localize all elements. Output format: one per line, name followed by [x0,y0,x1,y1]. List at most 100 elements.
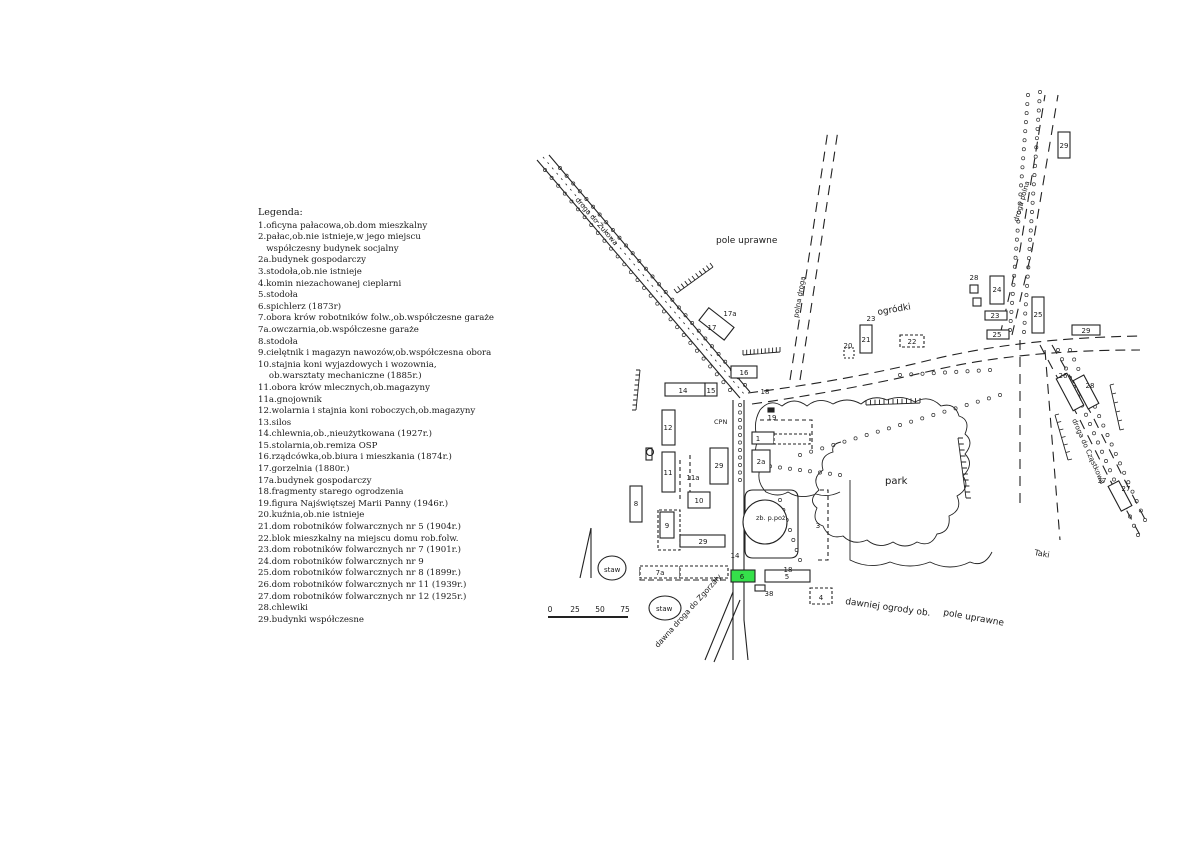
label-14: 14 [679,387,688,395]
legend-item: 3.stodoła,ob.nie istnieje [258,266,362,277]
scale-tick-label: 25 [570,605,580,614]
tree-dot [681,333,686,337]
tree-dot [738,448,742,452]
label-21: 21 [862,336,871,344]
tree-dot [1097,414,1102,419]
label-road-n: polna droga [792,276,807,319]
tree-dot [875,429,880,434]
tree-dot [556,183,561,188]
tree-dot [1024,111,1029,116]
tree-dot [1022,320,1027,325]
legend-item: 12.wolarnia i stajnia koni roboczych,ob.… [258,406,476,417]
tree-dot [1109,442,1114,447]
tree-dot [1037,99,1042,104]
legend-item: 5.stodoła [258,290,298,301]
park-boundary [755,397,971,547]
legend-item: 23.dom robotników folwarcznych nr 7 (190… [258,545,461,556]
road-ne [999,94,1059,336]
tree-dot [701,356,706,361]
tree-dot [788,466,792,471]
legend-item: 15.stolarnia,ob.remiza OSP [258,440,378,451]
tree-dot [1021,147,1026,152]
tree-dot [1023,311,1028,316]
legend-item: 8.stodoła [258,336,298,347]
old-fence [679,419,829,561]
tree-dot [615,254,620,259]
tree-dot [1008,319,1013,323]
tree-dot [564,173,569,178]
label-14-south: 14 [731,552,740,560]
label-8: 8 [634,500,638,508]
tree-dot [716,352,721,356]
pond-1 [597,555,627,581]
building-29d [1057,131,1071,159]
label-22: 22 [908,338,917,346]
tree-dot [663,290,668,294]
label-38: 38 [765,590,774,598]
tree-dot [942,409,947,414]
tree-dot [690,321,695,325]
building-28a [969,284,979,294]
tree-dot [661,309,666,314]
tree-dot [820,446,825,451]
tree-dot [609,246,614,251]
tree-dot [1072,357,1077,362]
tree-dot [630,251,635,256]
building-25 [986,329,1010,340]
legend-item: 18.fragmenty starego ogrodzenia [258,487,404,498]
tree-dot [1092,431,1096,436]
tree-dot [637,259,642,263]
tree-dot [1030,210,1034,214]
tree-dot [617,235,622,240]
tree-dot [650,274,655,279]
tree-dot [562,191,567,196]
tree-dot [695,348,699,353]
tree-dot [791,538,796,542]
tree-dot [738,478,742,482]
tree-dot [703,336,708,341]
road-north [789,129,839,381]
building-3b [773,433,811,445]
tree-dot [1024,293,1029,298]
building-20 [843,347,855,359]
building-29b [679,534,726,548]
legend-item: 16.rządcówka,ob.biura i mieszkania (1874… [258,452,452,463]
tree-dot [1136,533,1140,537]
tree-dot [798,453,802,457]
tree-dot [1118,461,1122,466]
label-zb-ppoz: zb. p.poż. [756,514,787,522]
label-27: 27 [1122,485,1131,493]
legend-item: 22.blok mieszkalny na miejscu domu rob.f… [258,533,459,544]
label-7a: 7a [656,569,665,577]
label-6: 6 [740,573,745,581]
tree-dot [738,425,742,430]
tree-dot [584,197,589,201]
tree-dot [569,199,574,204]
building-4 [809,587,833,605]
tree-dot [1033,154,1038,159]
tree-dot [1036,108,1041,113]
label-taki: Taki [1033,548,1051,560]
tree-dot [1101,423,1106,428]
legend-item: 11a.gnojownik [258,394,322,405]
tree-dot [655,301,660,306]
legend-item: 27.dom robotników folwarcznych nr 12 (19… [258,591,467,602]
tree-dot [1028,237,1033,242]
legend-item: 4.komin niezachowanej cieplarni [258,278,402,289]
tree-dot [1010,291,1015,296]
tree-dot [975,399,980,404]
fence-hatch [1054,413,1073,461]
scale-tick-label: 50 [595,605,605,614]
tree-dot [1025,283,1030,288]
building-23b [1031,296,1045,334]
tree-dot [597,212,602,217]
tree-dot [1028,228,1033,233]
tree-dot [1018,192,1023,197]
tree-dot [1023,129,1028,134]
label-29-south: 29 [699,538,708,546]
label-17: 17 [708,324,717,332]
legend-title: Legenda: [258,207,303,218]
tree-dot [602,238,607,243]
tree-dot [1105,433,1110,437]
tree-dot [909,419,914,424]
